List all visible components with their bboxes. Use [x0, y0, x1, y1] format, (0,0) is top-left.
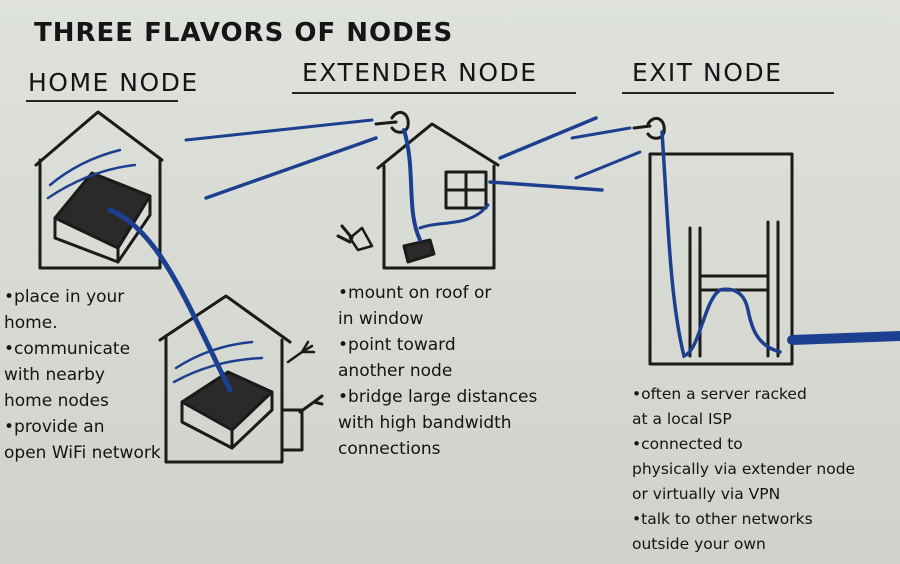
home-node-bullets: •place in your home. •communicate with n…: [4, 284, 161, 466]
home-bullet-line: •provide an: [4, 417, 105, 437]
home-bullet-line: home nodes: [4, 391, 109, 411]
home-bullet-line: •communicate: [4, 339, 131, 359]
home-house-top-icon: [34, 110, 164, 270]
extender-bullet-line: connections: [338, 439, 441, 459]
home-bullet-line: home.: [4, 313, 58, 333]
extender-house-icon: [376, 122, 500, 270]
extender-bullet-line: •bridge large distances: [338, 387, 538, 407]
extender-bullet-line: another node: [338, 361, 453, 381]
home-house-bottom-icon: [158, 294, 304, 464]
home-node-heading: HOME NODE: [28, 68, 199, 97]
exit-bullet-line: at a local ISP: [632, 410, 732, 428]
home-bullet-line: •place in your: [4, 287, 125, 307]
exit-node-underline: [622, 92, 834, 94]
home-router-top-icon: [53, 171, 152, 264]
exit-bullet-line: physically via extender node: [632, 460, 856, 478]
page-title: THREE FLAVORS OF NODES: [34, 18, 454, 48]
extender-bullet-line: in window: [338, 309, 424, 329]
extender-node-heading: EXTENDER NODE: [302, 58, 538, 87]
extender-bullet-line: with high bandwidth: [338, 413, 512, 433]
exit-node-bullets: •often a server racked at a local ISP •c…: [632, 382, 855, 557]
home-node-underline: [26, 100, 178, 102]
exit-bullet-line: outside your own: [632, 535, 766, 553]
extender-dish-icon: [374, 110, 410, 134]
exit-node-heading: EXIT NODE: [632, 58, 783, 87]
exit-bullet-line: •connected to: [632, 435, 743, 453]
exit-dish-icon: [632, 116, 666, 140]
exit-bullet-line: •talk to other networks: [632, 510, 813, 528]
extender-router-icon: [402, 238, 436, 264]
home-router-bottom-icon: [180, 370, 274, 450]
extender-bullet-line: •point toward: [338, 335, 456, 355]
exit-bullet-line: or virtually via VPN: [632, 485, 781, 503]
extender-bullet-line: •mount on roof or: [338, 283, 492, 303]
extender-node-underline: [292, 92, 576, 94]
home-bullet-line: open WiFi network: [4, 443, 161, 463]
home-bullet-line: with nearby: [4, 365, 105, 385]
exit-building-icon: [648, 152, 794, 366]
exit-bullet-line: •often a server racked: [632, 385, 807, 403]
extender-node-bullets: •mount on roof or in window •point towar…: [338, 280, 537, 462]
